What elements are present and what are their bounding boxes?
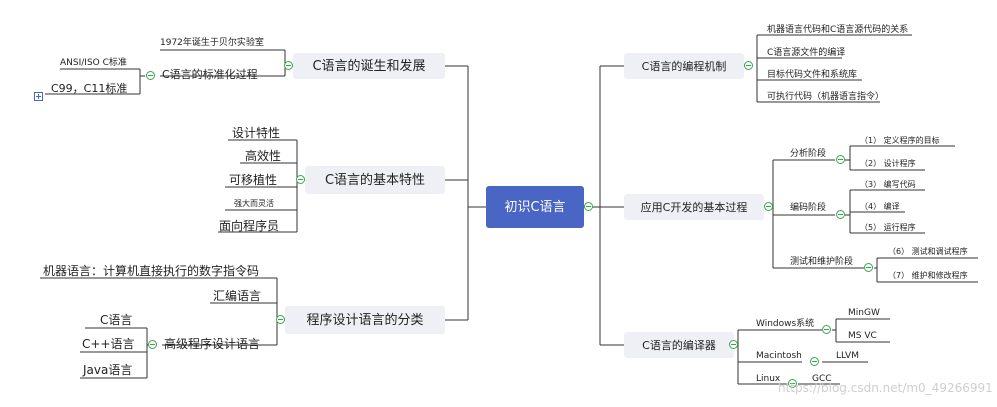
node-portability[interactable]: 可移植性 bbox=[229, 173, 278, 187]
link-left-3-hl bbox=[80, 327, 148, 379]
node-mingw[interactable]: MinGW bbox=[848, 308, 880, 318]
collapse-toggle-high-level[interactable] bbox=[148, 340, 157, 349]
node-source-relation[interactable]: 机器语言代码和C语言源代码的关系 bbox=[767, 25, 909, 35]
node-step-7[interactable]: （7） 维护和修改程序 bbox=[888, 271, 968, 280]
node-step-1[interactable]: （1） 定义程序的目标 bbox=[860, 136, 940, 145]
node-coding[interactable]: 编码阶段 bbox=[790, 203, 827, 213]
node-high-level[interactable]: 高级程序设计语言 bbox=[164, 337, 261, 351]
collapse-toggle-analysis[interactable] bbox=[836, 155, 845, 164]
node-efficiency[interactable]: 高效性 bbox=[245, 149, 282, 163]
branch-origin[interactable]: C语言的诞生和发展 bbox=[293, 53, 445, 79]
branch-classification[interactable]: 程序设计语言的分类 bbox=[285, 306, 445, 334]
collapse-toggle-origin[interactable] bbox=[284, 61, 293, 70]
node-step-3[interactable]: （3） 编写代码 bbox=[860, 180, 916, 189]
collapse-toggle-features[interactable] bbox=[296, 175, 305, 184]
node-llvm[interactable]: LLVM bbox=[836, 351, 859, 361]
node-ansi-iso[interactable]: ANSI/ISO C标准 bbox=[60, 58, 127, 68]
node-step-2[interactable]: （2） 设计程序 bbox=[860, 159, 916, 168]
node-msvc[interactable]: MS VC bbox=[848, 331, 877, 341]
collapse-toggle-windows[interactable] bbox=[822, 325, 831, 334]
link-right-2-b bbox=[845, 189, 925, 234]
node-machine-language[interactable]: 机器语言：计算机直接执行的数字指令码 bbox=[43, 264, 260, 278]
node-compile-source[interactable]: C语言源文件的编译 bbox=[767, 48, 846, 58]
collapse-toggle-center-right[interactable] bbox=[584, 202, 593, 211]
node-programmer[interactable]: 面向程序员 bbox=[219, 219, 280, 233]
collapse-toggle-testing[interactable] bbox=[864, 263, 873, 272]
node-c-language[interactable]: C语言 bbox=[100, 313, 133, 327]
link-right-2-c bbox=[874, 257, 978, 283]
node-analysis[interactable]: 分析阶段 bbox=[790, 149, 827, 159]
node-windows[interactable]: Windows系统 bbox=[756, 319, 815, 329]
link-right-3-win bbox=[832, 318, 890, 343]
collapse-toggle-macintosh[interactable] bbox=[810, 357, 819, 366]
collapse-toggle-classification[interactable] bbox=[276, 315, 285, 324]
collapse-toggle-dev-process[interactable] bbox=[764, 202, 773, 211]
node-executable[interactable]: 可执行代码（机器语言指令） bbox=[767, 92, 885, 102]
collapse-toggle-compilers[interactable] bbox=[729, 340, 738, 349]
node-step-6[interactable]: （6） 测试和调试程序 bbox=[888, 247, 968, 256]
collapse-toggle-mechanism[interactable] bbox=[744, 61, 753, 70]
node-standardization[interactable]: C语言的标准化过程 bbox=[162, 68, 258, 81]
link-center-left bbox=[445, 65, 486, 321]
expand-icon[interactable] bbox=[34, 92, 43, 101]
node-java-language[interactable]: Java语言 bbox=[83, 363, 133, 377]
link-right-1 bbox=[756, 34, 912, 103]
node-linux[interactable]: Linux bbox=[756, 374, 781, 384]
center-topic-label: 初识C语言 bbox=[504, 199, 566, 215]
branch-dev-process[interactable]: 应用C开发的基本过程 bbox=[624, 194, 764, 220]
branch-compilers[interactable]: C语言的编译器 bbox=[624, 332, 734, 358]
node-step-5[interactable]: （5） 运行程序 bbox=[860, 223, 916, 232]
link-left-1-std bbox=[45, 68, 145, 95]
collapse-toggle-linux[interactable] bbox=[788, 379, 797, 388]
node-object-code[interactable]: 目标代码文件和系统库 bbox=[767, 70, 858, 80]
node-powerful[interactable]: 强大而灵活 bbox=[234, 199, 274, 208]
node-gcc[interactable]: GCC bbox=[812, 374, 832, 384]
node-c99-c11[interactable]: C99，C11标准 bbox=[51, 82, 128, 95]
node-assembly[interactable]: 汇编语言 bbox=[213, 289, 262, 303]
collapse-toggle-coding[interactable] bbox=[836, 210, 845, 219]
node-macintosh[interactable]: Macintosh bbox=[756, 351, 802, 361]
node-step-4[interactable]: （4） 编译 bbox=[860, 202, 900, 211]
node-testing[interactable]: 测试和维护阶段 bbox=[790, 257, 854, 267]
branch-mechanism[interactable]: C语言的编程机制 bbox=[624, 53, 744, 79]
link-right-2-a bbox=[845, 145, 955, 171]
watermark: https://blog.csdn.net/m0_49266991 bbox=[778, 381, 993, 395]
node-design[interactable]: 设计特性 bbox=[232, 126, 281, 140]
branch-features[interactable]: C语言的基本特性 bbox=[305, 166, 445, 194]
node-1972[interactable]: 1972年诞生于贝尔实验室 bbox=[160, 38, 264, 48]
center-topic[interactable]: 初识C语言 bbox=[486, 186, 584, 228]
node-cpp-language[interactable]: C++语言 bbox=[82, 337, 135, 351]
collapse-toggle-standardization[interactable] bbox=[146, 71, 155, 80]
